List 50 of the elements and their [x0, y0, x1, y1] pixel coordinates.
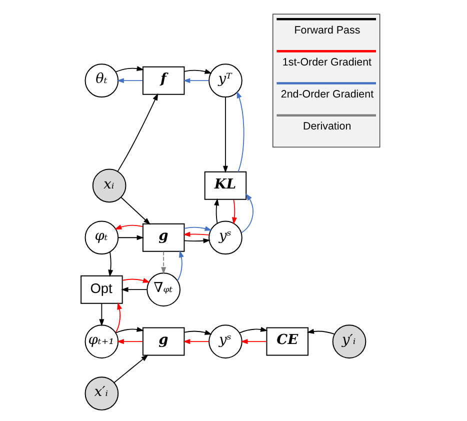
- legend-label: 1st-Order Gradient: [282, 56, 372, 68]
- node-circle: ∇ᵩₜ: [146, 272, 180, 307]
- arrow: [116, 339, 144, 344]
- arrow: [239, 326, 268, 334]
- arrow: [236, 90, 244, 172]
- arrow: [115, 326, 144, 334]
- arrow: [183, 78, 210, 84]
- arrow: [184, 238, 210, 244]
- node-box: KL: [204, 171, 247, 200]
- arrow: [184, 69, 212, 74]
- legend-label: 2nd-Order Gradient: [280, 88, 374, 101]
- node-circle: θₜ: [84, 64, 119, 98]
- arrow: [118, 235, 144, 240]
- node-box: f: [142, 66, 185, 95]
- arrow: [214, 198, 220, 224]
- arrow: [306, 328, 335, 334]
- node-box: CE: [266, 327, 308, 356]
- arrow: [177, 250, 184, 282]
- arrow: [184, 226, 212, 231]
- arrow: [115, 66, 144, 72]
- node-box: Opt: [80, 275, 123, 304]
- arrow: [121, 287, 148, 292]
- arrow: [240, 193, 254, 234]
- legend-label: Forward Pass: [294, 24, 360, 36]
- arrow: [161, 251, 166, 274]
- arrow: [240, 339, 267, 344]
- node-circle: φₜ: [84, 220, 119, 255]
- arrow: [184, 330, 212, 335]
- node-circle: y′ᵢ: [332, 324, 366, 358]
- node-circle: yˢ: [208, 220, 242, 255]
- arrow: [232, 199, 237, 225]
- arrow: [99, 303, 104, 326]
- node-circle: xᵢ: [92, 168, 126, 203]
- node-box: g: [142, 223, 185, 252]
- node-circle: x′ᵢ: [84, 376, 119, 410]
- arrow: [183, 232, 210, 237]
- arrow: [117, 93, 158, 172]
- node-circle: φₜ₊₁: [84, 324, 119, 358]
- arrow: [116, 78, 144, 84]
- arrow: [222, 96, 228, 174]
- arrow: [108, 251, 114, 277]
- arrow: [115, 302, 122, 334]
- node-box: g: [142, 327, 185, 356]
- arrow: [122, 278, 150, 283]
- arrow: [114, 224, 144, 230]
- arrow: [114, 354, 148, 384]
- arrow: [183, 339, 210, 344]
- legend-label: Derivation: [303, 120, 352, 133]
- node-circle: yˢ: [208, 324, 242, 358]
- arrow: [120, 196, 151, 225]
